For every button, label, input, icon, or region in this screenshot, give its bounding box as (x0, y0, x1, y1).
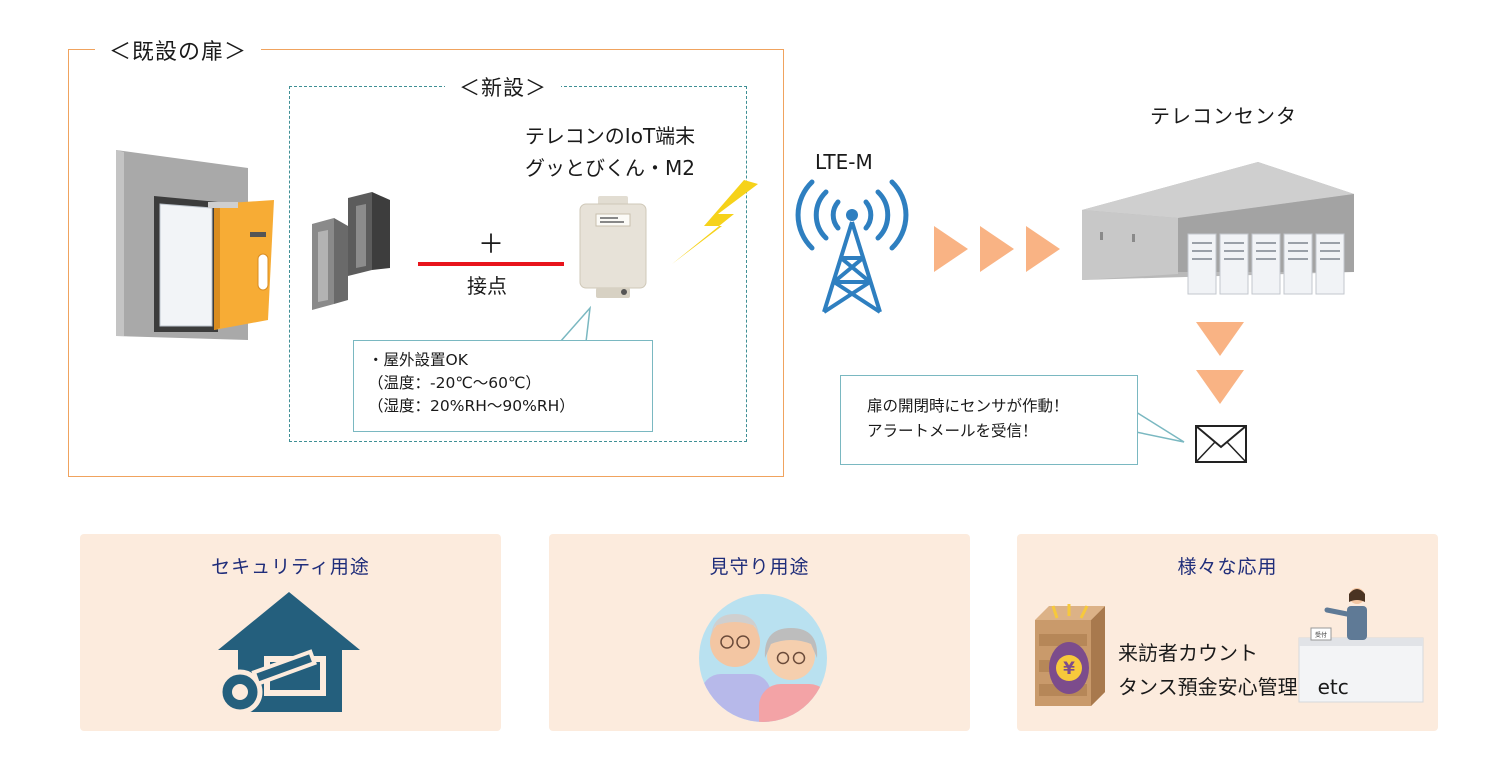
elderly-couple-icon (699, 594, 827, 722)
alert-line1: 扉の開閉時にセンサが作動！ (867, 397, 1069, 415)
card-applications: 様々な応用 受付 ¥ (1017, 534, 1438, 731)
alert-box: 扉の開閉時にセンサが作動！ アラートメールを受信！ (840, 375, 1138, 465)
datacenter-icon (1082, 162, 1354, 295)
card-applications-title: 様々な応用 (1177, 556, 1278, 578)
card-security: セキュリティ用途 (80, 534, 501, 731)
contact-label: 接点 (467, 274, 507, 298)
new-install-title: ＜新設＞ (445, 72, 561, 102)
envelope-icon (1195, 425, 1247, 463)
alert-line2: アラートメールを受信！ (867, 422, 1038, 440)
card-watch: 見守り用途 (549, 534, 970, 731)
device-name: テレコンのIoT端末 グッとびくん・M2 (480, 120, 740, 184)
spec-temperature: （温度：-20℃～60℃） (368, 374, 541, 392)
tansu-deposit-label: タンス預金安心管理 etc (1118, 675, 1349, 699)
antenna-icon (795, 179, 909, 314)
device-name-line1: テレコンのIoT端末 (524, 124, 696, 148)
spec-box: ・屋外設置OK （温度：-20℃～60℃） （湿度：20%RH～90%RH） (353, 340, 653, 432)
card-watch-title: 見守り用途 (709, 556, 810, 578)
card-security-title: セキュリティ用途 (211, 556, 370, 578)
door-icon (116, 150, 274, 340)
plus-sign: ＋ (478, 230, 505, 260)
spec-humidity: （湿度：20%RH～90%RH） (368, 397, 575, 415)
sensor-icon (312, 192, 390, 310)
reception-sign: 受付 (1315, 631, 1327, 639)
existing-door-frame (68, 49, 784, 477)
house-key-icon (217, 592, 360, 715)
alert-box-tail (1134, 410, 1185, 443)
existing-door-title: ＜既設の扉＞ (95, 34, 262, 66)
down-arrow-icon (1196, 322, 1244, 404)
receptionist-icon: 受付 (1298, 588, 1424, 703)
safe-yen-icon: ¥ (1035, 604, 1105, 706)
contact-line (418, 262, 564, 266)
device-name-line2: グッとびくん・M2 (525, 156, 695, 180)
spec-outdoor: ・屋外設置OK (368, 351, 468, 369)
arrow-icon (934, 226, 1060, 272)
lte-label: LTE-M (815, 150, 873, 174)
applications-list: 来訪者カウント タンス預金安心管理 etc (1118, 636, 1349, 704)
spec-box-tail (558, 305, 592, 345)
center-label: テレコンセンタ (1150, 104, 1297, 128)
yen-symbol: ¥ (1063, 659, 1075, 679)
visitor-count-label: 来訪者カウント (1118, 641, 1258, 665)
iot-device-icon (579, 196, 647, 298)
lightning-icon (672, 180, 758, 264)
